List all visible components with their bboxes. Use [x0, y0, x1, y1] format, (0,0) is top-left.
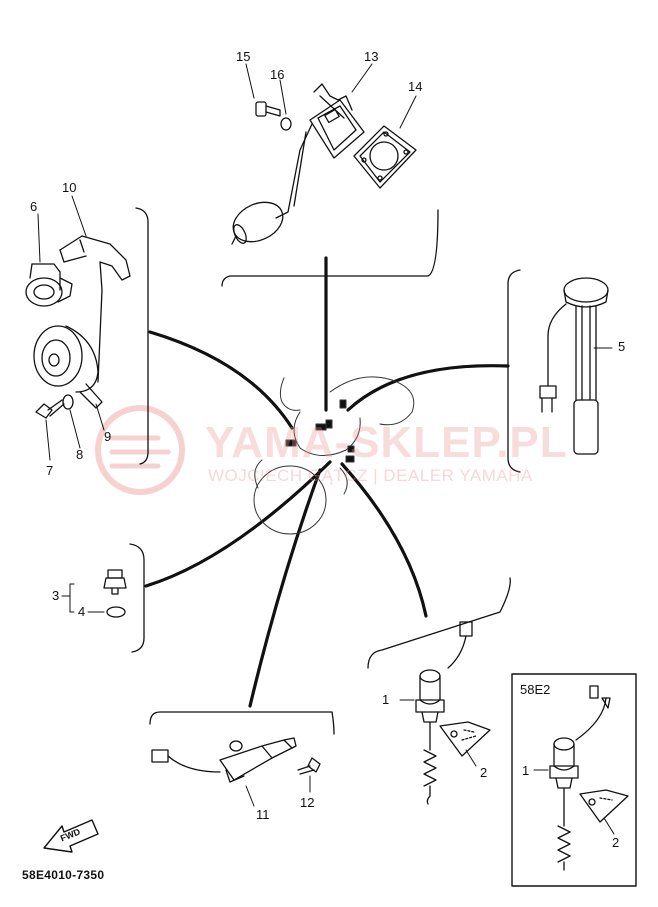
switch-bracket-icon [439, 721, 491, 757]
callout-13: 13 [364, 49, 379, 64]
callout-1-inset: 1 [522, 763, 530, 778]
watermark-title: YAMA-SKLEP.PL [205, 418, 568, 467]
brake-switch-icon [415, 621, 473, 805]
callout-11: 11 [256, 807, 270, 822]
callout-16: 16 [270, 67, 285, 82]
bracket-icon [59, 235, 131, 383]
callout-3: 3 [52, 588, 60, 603]
neutral-switch-icon [151, 737, 297, 783]
callout-5: 5 [618, 339, 626, 354]
bracket-neutral [149, 711, 335, 735]
bracket-switch [129, 543, 145, 653]
neutral-bolt-icon [297, 757, 321, 775]
callout-8: 8 [76, 447, 84, 462]
horn-bolt-icon [35, 399, 65, 419]
watermark-logo-icon [95, 405, 185, 495]
callout-7: 7 [46, 463, 54, 478]
bolt-icon [255, 101, 281, 117]
bracket-oil-gauge [507, 269, 521, 473]
horn-washer-icon [62, 394, 74, 410]
switch-gasket-icon [106, 606, 126, 618]
callout-1: 1 [382, 692, 390, 707]
inset-switch-bracket-icon [579, 789, 629, 823]
bike-outline-icon [253, 376, 415, 535]
fwd-arrow-icon [43, 819, 99, 853]
bracket-horn [135, 207, 149, 465]
horn-icon [33, 325, 103, 409]
fuel-sender-icon [231, 83, 365, 245]
diagram-code: 58E4010-7350 [22, 868, 105, 882]
callout-4: 4 [78, 604, 86, 619]
bracket-brake-switch [367, 577, 511, 669]
callout-6: 6 [30, 199, 38, 214]
inset-title: 58E2 [520, 682, 551, 697]
callout-2: 2 [480, 765, 488, 780]
inset-box [511, 673, 637, 887]
callout-15: 15 [236, 49, 251, 64]
bracket-fuel-sender [221, 209, 439, 287]
washer-icon [280, 117, 292, 131]
callout-9: 9 [104, 429, 112, 444]
inset-brake-switch-icon [549, 685, 611, 871]
watermark-subtitle: WOJCIECH GĄTCZ | DEALER YAMAHA [208, 466, 533, 485]
callout-2-inset: 2 [612, 835, 620, 850]
oil-gauge-icon [539, 277, 609, 455]
callout-12: 12 [300, 795, 315, 810]
callout-10: 10 [62, 180, 77, 195]
switch-icon [103, 569, 127, 595]
gasket-icon [353, 125, 417, 189]
callout-14: 14 [408, 79, 423, 94]
relay-icon [25, 263, 73, 307]
